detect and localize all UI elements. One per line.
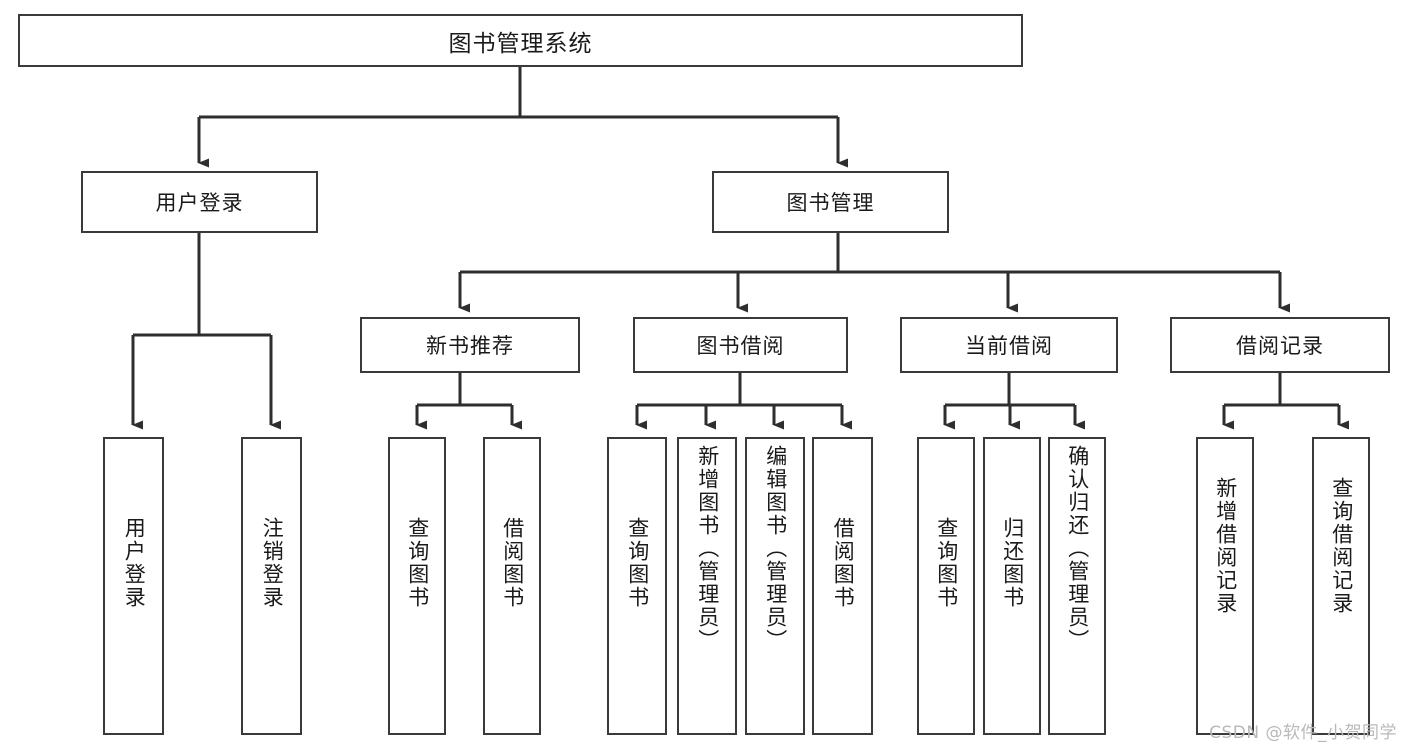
leaf-node-user-login[interactable]: 用户登录 — [103, 437, 164, 735]
leaf-label: 用户登录 — [122, 517, 147, 609]
leaf-label: 注销登录 — [260, 517, 285, 609]
leaf-label: 新增图书（管理员） — [695, 445, 720, 652]
leaf-label: 新增借阅记录 — [1213, 477, 1238, 615]
leaf-node-logout[interactable]: 注销登录 — [241, 437, 302, 735]
leaf-node-add-record[interactable]: 新增借阅记录 — [1196, 437, 1254, 735]
leaf-node-query-book-2[interactable]: 查询图书 — [607, 437, 667, 735]
leaf-label: 查询图书 — [405, 517, 430, 609]
leaf-label: 确认归还（管理员） — [1065, 445, 1090, 652]
node-new-book-recommend[interactable]: 新书推荐 — [360, 317, 580, 373]
leaf-node-query-book-3[interactable]: 查询图书 — [917, 437, 975, 735]
leaf-node-confirm-return[interactable]: 确认归还（管理员） — [1048, 437, 1106, 735]
leaf-node-query-record[interactable]: 查询借阅记录 — [1312, 437, 1370, 735]
node-book-borrow[interactable]: 图书借阅 — [633, 317, 848, 373]
leaf-node-edit-book[interactable]: 编辑图书（管理员） — [745, 437, 805, 735]
leaf-label: 借阅图书 — [500, 517, 525, 609]
leaf-node-borrow-book-2[interactable]: 借阅图书 — [812, 437, 873, 735]
node-root-system[interactable]: 图书管理系统 — [18, 14, 1023, 67]
leaf-label: 查询图书 — [934, 517, 959, 609]
node-user-login[interactable]: 用户登录 — [81, 171, 318, 233]
csdn-watermark: CSDN @软件_小贺同学 — [1209, 723, 1397, 743]
node-current-borrow[interactable]: 当前借阅 — [900, 317, 1118, 373]
node-borrow-record[interactable]: 借阅记录 — [1170, 317, 1390, 373]
leaf-label: 查询图书 — [625, 517, 650, 609]
leaf-node-borrow-book-1[interactable]: 借阅图书 — [483, 437, 541, 735]
leaf-label: 查询借阅记录 — [1329, 477, 1354, 615]
leaf-node-add-book[interactable]: 新增图书（管理员） — [677, 437, 737, 735]
leaf-label: 借阅图书 — [831, 517, 856, 609]
leaf-label: 归还图书 — [1000, 517, 1025, 609]
leaf-node-return-book[interactable]: 归还图书 — [983, 437, 1041, 735]
node-book-manage[interactable]: 图书管理 — [712, 171, 949, 233]
leaf-label: 编辑图书（管理员） — [763, 445, 788, 652]
leaf-node-query-book-1[interactable]: 查询图书 — [388, 437, 446, 735]
